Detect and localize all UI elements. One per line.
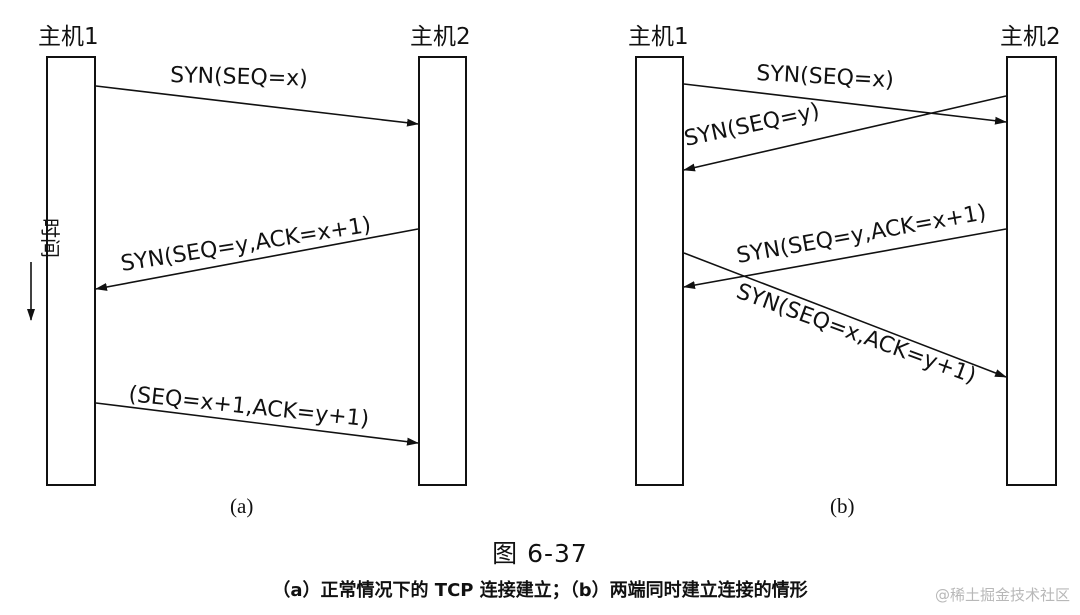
figure-title: 图 6-37 — [492, 539, 588, 568]
figure-caption: （a）正常情况下的 TCP 连接建立；（b）两端同时建立连接的情形 — [272, 580, 808, 601]
panel-a-message-3-label: (SEQ=x+1,ACK=y+1) — [127, 382, 370, 432]
panel-a-message-1-arrow — [95, 85, 419, 127]
panel-a-message-2-arrow — [95, 228, 419, 291]
panel-b-host1-label: 主机1 — [628, 24, 689, 50]
panel-a-message-1-label: SYN(SEQ=x) — [170, 63, 308, 92]
panel-b-message-3-label: SYN(SEQ=y,ACK=x+1) — [735, 200, 988, 269]
panel-a-label: (a) — [230, 494, 253, 518]
panel-a: 主机1 主机2 SYN(SEQ=x) SYN(SEQ=y,ACK=x+1) (S… — [27, 24, 471, 518]
panel-a-host2-timeline — [418, 56, 467, 486]
panel-b-message-4-label: SYN(SEQ=x,ACK=y+1) — [733, 279, 979, 389]
panel-a-message-3-arrow — [95, 402, 419, 446]
panel-b-label: (b) — [830, 494, 855, 518]
panel-b-host1-timeline — [635, 56, 684, 486]
panel-b-message-3-arrow — [683, 228, 1007, 289]
panel-a-host1-timeline — [46, 56, 96, 486]
panel-a-host1-label: 主机1 — [38, 24, 99, 50]
panel-b-message-2-arrow — [683, 95, 1007, 172]
panel-b-host2-label: 主机2 — [1000, 24, 1061, 50]
panel-a-host2-label: 主机2 — [410, 24, 471, 50]
watermark: @稀土掘金技术社区 — [934, 586, 1070, 604]
panel-b-host2-timeline — [1006, 56, 1057, 486]
panel-b-message-4-arrow — [683, 252, 1007, 378]
panel-b: 主机1 主机2 SYN(SEQ=x) SYN(SEQ=y) SYN(SEQ=y,… — [628, 24, 1061, 518]
panel-b-message-1-arrow — [683, 83, 1007, 125]
panel-b-message-1-label: SYN(SEQ=x) — [756, 61, 895, 93]
panel-a-time-label: 时间 — [38, 218, 62, 258]
